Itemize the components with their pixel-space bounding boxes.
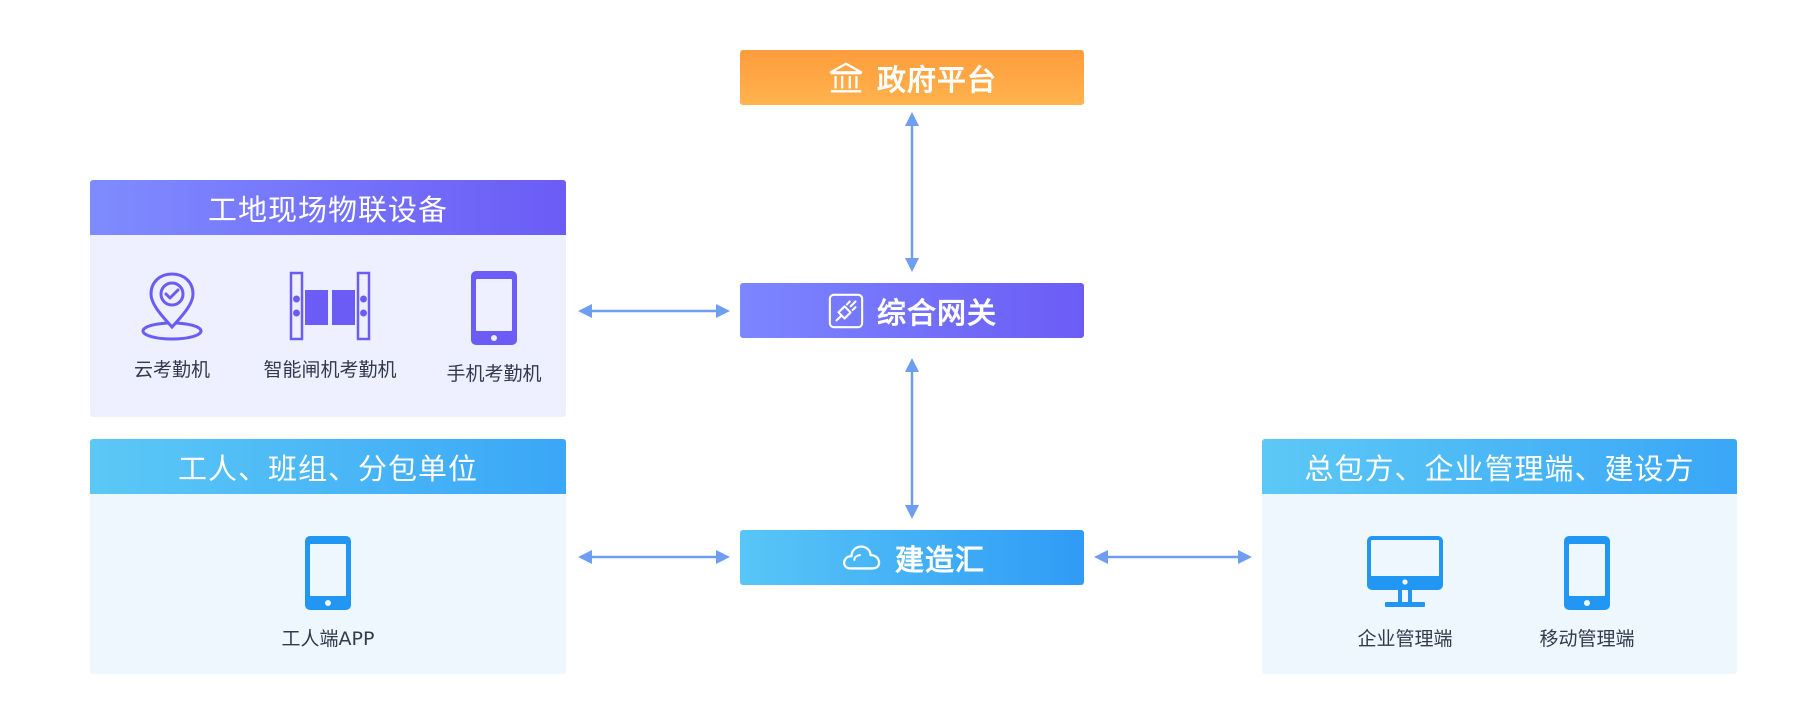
panel-management: 总包方、企业管理端、建设方 企业管理端 移动管理端 — [1262, 439, 1737, 674]
hub-jianzaohui-label: 建造汇 — [894, 542, 985, 577]
hub-gov-label: 政府平台 — [876, 62, 997, 97]
arrow-gateway-jianzaohui — [905, 358, 919, 519]
device-cloud-attendance: 云考勤机 — [116, 269, 228, 382]
panel-mgmt-body: 企业管理端 移动管理端 — [1262, 494, 1737, 674]
hub-gov-platform: 政府平台 — [740, 50, 1084, 105]
panel-workers-title: 工人、班组、分包单位 — [90, 439, 566, 494]
device-label: 企业管理端 — [1357, 628, 1453, 650]
panel-mgmt-title: 总包方、企业管理端、建设方 — [1262, 439, 1737, 494]
device-label: 移动管理端 — [1539, 628, 1635, 650]
desktop-monitor-icon — [1367, 536, 1443, 607]
bank-icon — [829, 62, 863, 92]
hub-jianzaohui: 建造汇 — [740, 530, 1084, 585]
device-mobile-console: 移动管理端 — [1527, 534, 1647, 651]
plug-icon — [828, 293, 864, 328]
mobile-phone-icon — [305, 536, 351, 610]
device-label: 智能闸机考勤机 — [263, 359, 397, 381]
device-gate-attendance: 智能闸机考勤机 — [252, 269, 408, 382]
arrow-iot-gateway — [578, 304, 730, 318]
device-enterprise-console: 企业管理端 — [1345, 534, 1465, 651]
device-worker-app: 工人端APP — [268, 534, 388, 651]
device-label: 云考勤机 — [133, 359, 210, 381]
panel-workers: 工人、班组、分包单位 工人端APP — [90, 439, 566, 674]
location-check-icon — [141, 272, 203, 341]
cloud-icon — [842, 544, 881, 570]
hub-gateway-label: 综合网关 — [876, 295, 997, 330]
panel-workers-body: 工人端APP — [90, 494, 566, 674]
panel-iot-title: 工地现场物联设备 — [90, 180, 566, 235]
arrow-gov-gateway — [905, 112, 919, 272]
panel-iot-body: 云考勤机 智能闸机考勤机 — [90, 235, 566, 417]
mobile-phone-icon — [1564, 536, 1610, 610]
device-label: 工人端APP — [281, 628, 375, 650]
mobile-phone-icon — [471, 271, 517, 345]
device-mobile-attendance: 手机考勤机 — [440, 269, 548, 386]
panel-iot-devices: 工地现场物联设备 云考勤机 — [90, 180, 566, 417]
arrow-jianzaohui-mgmt — [1094, 550, 1252, 564]
arrow-workers-jianzaohui — [578, 550, 730, 564]
hub-gateway: 综合网关 — [740, 283, 1084, 338]
device-label: 手机考勤机 — [446, 363, 542, 385]
turnstile-gate-icon — [289, 271, 371, 341]
